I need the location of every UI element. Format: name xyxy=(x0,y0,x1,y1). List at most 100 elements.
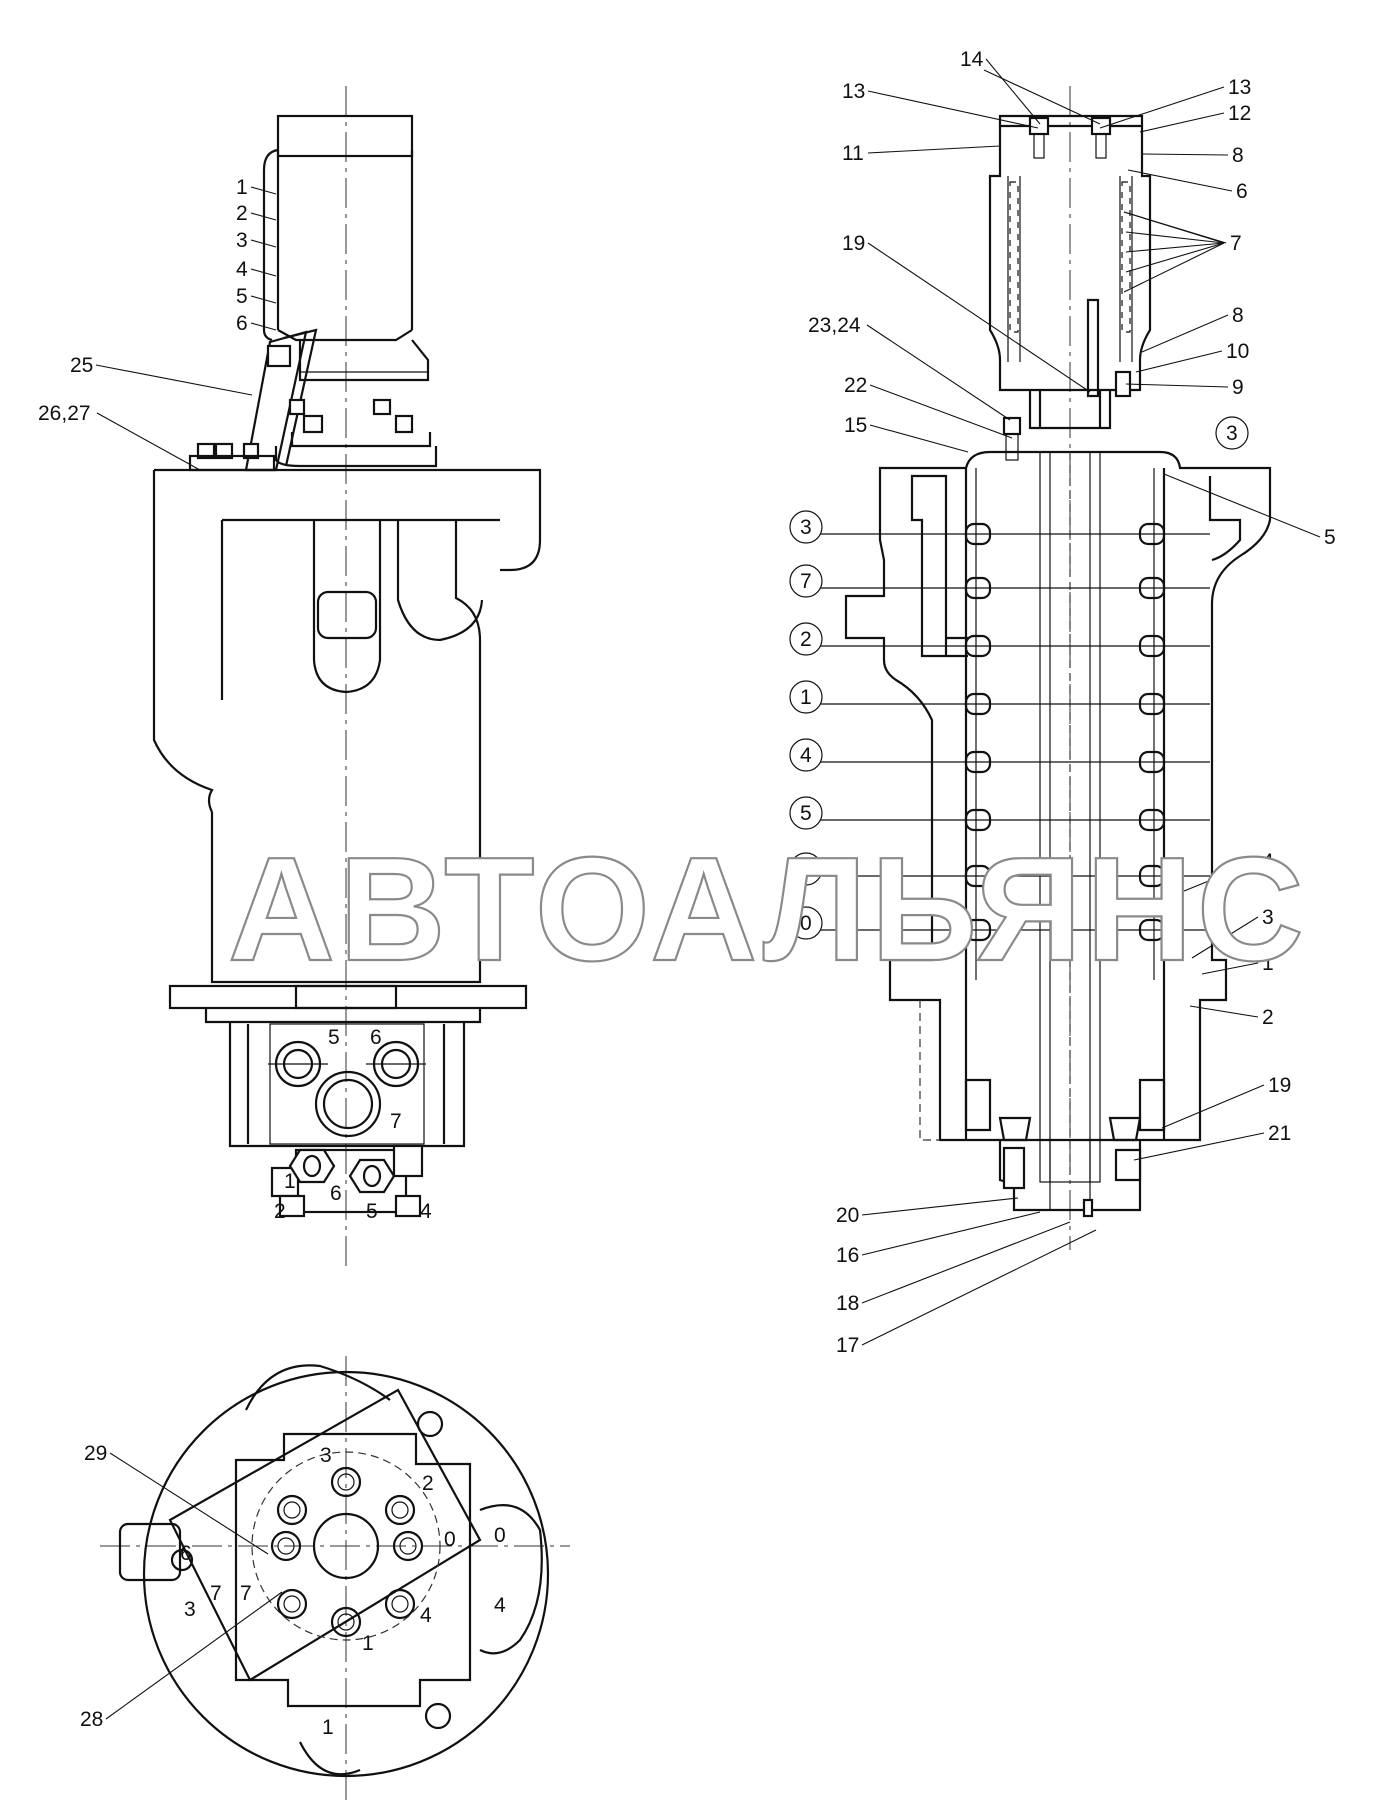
section-view xyxy=(820,86,1272,1250)
left-port-label-pb6: 6 xyxy=(330,1182,342,1205)
section-callout-s15: 15 xyxy=(844,414,867,437)
section-callout-leader-s12 xyxy=(1139,112,1225,133)
circled-position-c6: 6 xyxy=(800,858,812,881)
bottom-position-label-q4: 4 xyxy=(420,1604,432,1627)
section-callout-s13a: 13 xyxy=(842,80,865,103)
circled-position-c0: 0 xyxy=(800,912,812,935)
section-callout-leader-s9 xyxy=(1125,383,1229,388)
bottom-position-label-q1b: 1 xyxy=(322,1716,334,1739)
circled-position-c7: 7 xyxy=(800,570,812,593)
left-port-label-pb5: 5 xyxy=(366,1200,378,1223)
left-callout-leader-l2627 xyxy=(96,412,201,471)
bottom-position-label-q2: 2 xyxy=(422,1472,434,1495)
section-callout-s1: 1 xyxy=(1262,952,1274,975)
section-callout-leader-s1 xyxy=(1201,962,1259,975)
left-port-label-pb2: 2 xyxy=(274,1200,286,1223)
position-lines xyxy=(820,533,1210,931)
section-callout-s17: 17 xyxy=(836,1334,859,1357)
left-callout-leader-l6 xyxy=(250,322,277,331)
circled-position-ring-c7 xyxy=(789,564,823,598)
bottom-position-label-q1: 1 xyxy=(362,1632,374,1655)
circled-position-c1: 1 xyxy=(800,686,812,709)
section-callout-leader-s13b xyxy=(1099,86,1225,129)
bottom-position-label-q3: 3 xyxy=(320,1444,332,1467)
circled-position-ring-c6 xyxy=(789,852,823,886)
section-callout-leader-s15 xyxy=(869,424,969,453)
circled-position-c4: 4 xyxy=(800,744,812,767)
section-callout-leader-s4 xyxy=(1151,860,1259,905)
left-port-label-pb4: 4 xyxy=(420,1200,432,1223)
section-leader-7-4 xyxy=(1123,242,1225,293)
section-callout-s6: 6 xyxy=(1236,180,1248,203)
section-callout-s16: 16 xyxy=(836,1244,859,1267)
left-callout-l25: 25 xyxy=(70,354,93,377)
section-callout-s22: 22 xyxy=(844,374,867,397)
section-callout-leader-s8a xyxy=(1141,153,1229,156)
section-callout-leader-s17 xyxy=(861,1229,1097,1346)
left-callout-l2627: 26,27 xyxy=(38,402,91,425)
circled-position-ring-c3 xyxy=(789,510,823,544)
section-callout-s2324: 23,24 xyxy=(808,314,861,337)
section-callout-s12: 12 xyxy=(1228,102,1251,125)
section-callout-leader-s5 xyxy=(1163,473,1321,538)
left-port-label-p6: 6 xyxy=(370,1026,382,1049)
left-port-label-p5: 5 xyxy=(328,1026,340,1049)
left-callout-leader-l4 xyxy=(250,268,277,277)
section-callout-leader-s18 xyxy=(861,1221,1071,1304)
circled-position-ring-c0 xyxy=(789,906,823,940)
section-callout-s19b: 19 xyxy=(1268,1074,1291,1097)
section-callout-s8b: 8 xyxy=(1232,304,1244,327)
section-callout-leader-s3 xyxy=(1191,916,1259,959)
section-leader-7-0 xyxy=(1123,211,1225,244)
section-callout-leader-s16 xyxy=(861,1211,1041,1256)
section-callout-s4: 4 xyxy=(1262,850,1274,873)
section-leader-7-1 xyxy=(1125,231,1225,244)
circled-position-ring-c1 xyxy=(789,680,823,714)
section-callout-s21: 21 xyxy=(1268,1122,1291,1145)
section-callout-leader-s8b xyxy=(1141,314,1229,353)
section-leader-14-b xyxy=(983,69,1101,125)
section-callout-leader-s19b xyxy=(1161,1084,1265,1129)
section-callout-s18: 18 xyxy=(836,1292,859,1315)
section-callout-leader-s11 xyxy=(867,145,1001,154)
section-callout-s11: 11 xyxy=(842,142,864,165)
section-callout-s3: 3 xyxy=(1262,906,1274,929)
left-callout-l5: 5 xyxy=(236,285,248,308)
section-leader-7-2 xyxy=(1125,242,1225,253)
left-callout-leader-l2 xyxy=(250,212,277,221)
circled-position-ring-c5 xyxy=(789,796,823,830)
circled-position-c2: 2 xyxy=(800,628,812,651)
bottom-position-label-q7b: 7 xyxy=(240,1582,252,1605)
left-callout-leader-l1 xyxy=(250,186,277,195)
section-callout-leader-s13a xyxy=(867,90,1039,129)
left-callout-leader-l3 xyxy=(250,239,277,248)
bottom-view xyxy=(100,1356,570,1800)
section-callout-leader-s21 xyxy=(1133,1132,1265,1161)
bottom-position-label-q3b: 3 xyxy=(184,1598,196,1621)
section-callout-s2: 2 xyxy=(1262,1006,1274,1029)
section-callout-leader-s2 xyxy=(1189,1005,1259,1018)
section-callout-s13b: 13 xyxy=(1228,76,1251,99)
port-circles xyxy=(270,1466,424,1638)
section-callout-leader-s10 xyxy=(1135,350,1223,373)
section-callout-s10: 10 xyxy=(1226,340,1249,363)
circled-position-ring-c4 xyxy=(789,738,823,772)
bottom-callout-b28: 28 xyxy=(80,1708,103,1731)
circled-position-c5: 5 xyxy=(800,802,812,825)
section-leader-7-3 xyxy=(1125,242,1225,273)
bottom-callout-leader-b28 xyxy=(105,1591,283,1720)
left-callout-l4: 4 xyxy=(236,258,248,281)
circled-position-c3r: 3 xyxy=(1226,422,1238,445)
section-callout-leader-s20 xyxy=(861,1197,1019,1216)
section-callout-s8a: 8 xyxy=(1232,144,1244,167)
left-port-label-p7: 7 xyxy=(390,1110,402,1133)
left-callout-l2: 2 xyxy=(236,202,248,225)
bottom-position-label-q4r: 4 xyxy=(494,1594,506,1617)
bottom-position-label-q0r: 0 xyxy=(494,1524,506,1547)
section-callout-leader-s6 xyxy=(1127,169,1233,192)
left-callout-l3: 3 xyxy=(236,229,248,252)
section-callout-s20: 20 xyxy=(836,1204,859,1227)
left-view xyxy=(152,86,542,1270)
section-callout-s19a: 19 xyxy=(842,232,865,255)
